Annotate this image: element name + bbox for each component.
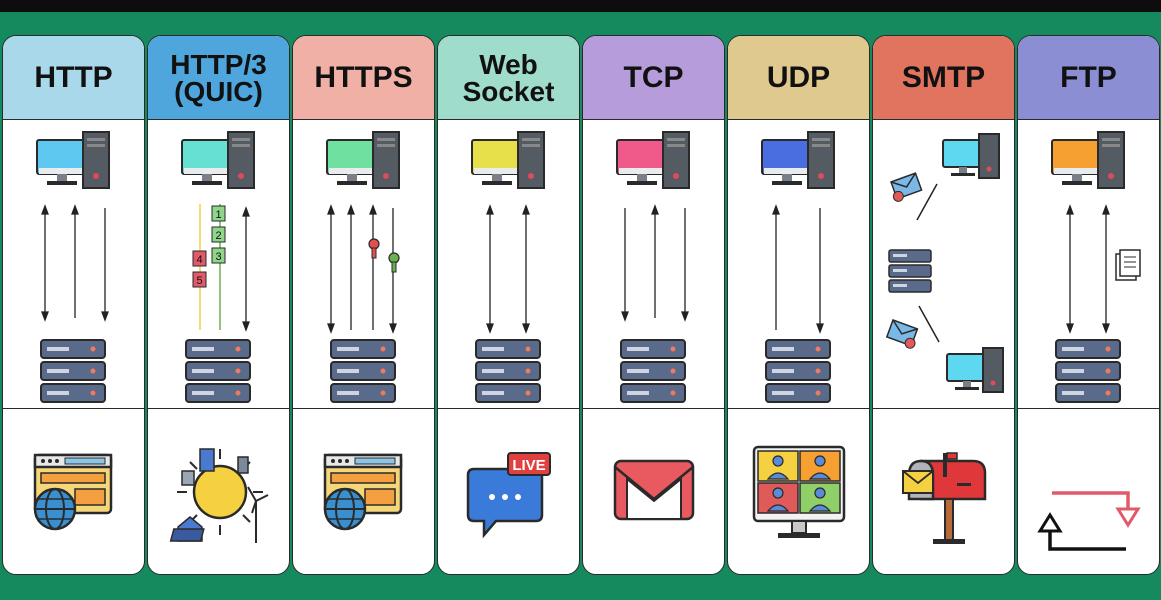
mailbox-icon [873,409,1014,574]
column-title: TCP [623,61,684,94]
key-icon [388,252,400,273]
column-title: HTTP [34,61,113,94]
header-tcp: TCP [583,36,724,120]
video-conference-icon [728,409,869,574]
client-computer-icon [181,131,255,189]
column-ftp: FTP [1017,35,1160,575]
sender-computer-icon [942,133,1000,179]
receiver-computer-icon [946,347,1004,393]
column-websocket: Web Socket [437,35,580,575]
server-stack-icon [475,339,541,403]
smart-city-sun-icon [148,409,289,574]
column-title: SMTP [901,61,986,94]
quic-packet-label: 5 [196,275,202,287]
email-envelope-icon [890,172,923,202]
header-smtp: SMTP [873,36,1014,120]
column-title: FTP [1060,61,1117,94]
flow-diagram-https [293,120,434,408]
gmail-icon [583,409,724,574]
client-computer-icon [1051,131,1125,189]
client-computer-icon [616,131,690,189]
divider [3,408,144,409]
column-http3-quic: HTTP/3 (QUIC) 1 2 3 [147,35,290,575]
divider [873,408,1014,409]
email-envelope-icon [885,319,919,349]
client-computer-icon [326,131,400,189]
server-stack-icon [330,339,396,403]
quic-packet-label: 1 [215,209,221,221]
flow-diagram-smtp [873,120,1014,408]
divider [728,408,869,409]
client-computer-icon [761,131,835,189]
quic-packet-label: 2 [215,230,221,242]
live-chat-icon: LIVE [438,409,579,574]
server-stack-icon [185,339,251,403]
column-http: HTTP [2,35,145,575]
header-udp: UDP [728,36,869,120]
divider [1018,408,1159,409]
column-title: Web Socket [462,48,555,107]
top-bar [0,0,1161,12]
live-badge-text: LIVE [512,457,545,474]
server-stack-icon [40,339,106,403]
flow-diagram-http [3,120,144,408]
server-stack-icon [620,339,686,403]
column-title: HTTPS [314,61,413,94]
flow-diagram-udp [728,120,869,408]
column-udp: UDP [727,35,870,575]
column-https: HTTPS [292,35,435,575]
client-computer-icon [36,131,110,189]
column-smtp: SMTP [872,35,1015,575]
server-stack-icon [1055,339,1121,403]
flow-diagram-ftp [1018,120,1159,408]
document-icon [1115,249,1141,281]
quic-packet-label: 4 [196,254,202,266]
transfer-arrows-icon [1018,409,1159,574]
column-title: HTTP/3 (QUIC) [170,48,267,107]
header-http: HTTP [3,36,144,120]
header-ftp: FTP [1018,36,1159,120]
flow-diagram-tcp [583,120,724,408]
divider [293,408,434,409]
key-icon [368,238,380,259]
browser-globe-icon [293,409,434,574]
flow-diagram-quic: 1 2 3 4 5 [148,120,289,408]
mail-server-icon [888,249,932,293]
server-stack-icon [765,339,831,403]
quic-packet-label: 3 [215,251,221,263]
header-https: HTTPS [293,36,434,120]
divider [438,408,579,409]
column-title: UDP [766,61,831,94]
client-computer-icon [471,131,545,189]
column-tcp: TCP [582,35,725,575]
divider [583,408,724,409]
browser-globe-icon [3,409,144,574]
divider [148,408,289,409]
header-websocket: Web Socket [438,36,579,120]
flow-diagram-websocket [438,120,579,408]
header-http3-quic: HTTP/3 (QUIC) [148,36,289,120]
